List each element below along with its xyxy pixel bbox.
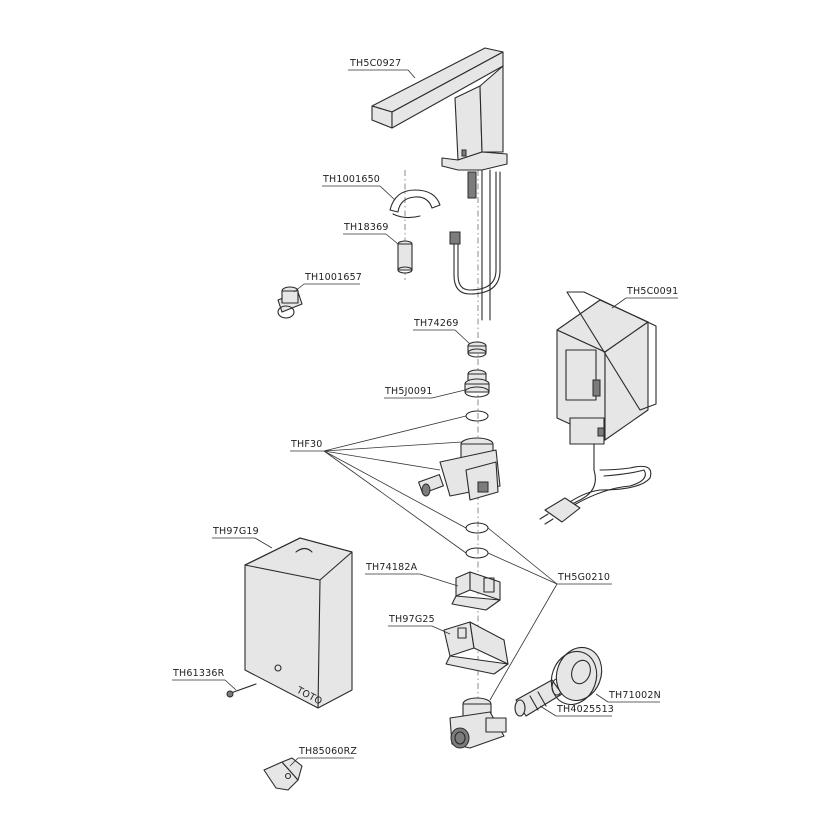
label-escutcheon: TH71002N: [608, 690, 661, 701]
label-screw: TH61336R: [172, 668, 225, 679]
label-bracket-b: TH97G25: [388, 614, 435, 625]
label-o-rings-b: TH5G0210: [557, 572, 610, 583]
key-part: [263, 757, 303, 791]
label-bracket-a: TH74182A: [365, 562, 418, 573]
nipple-part: [514, 678, 563, 717]
stop-valve-part: [449, 697, 507, 749]
power-plug: [539, 497, 581, 525]
spout-leader: [407, 69, 416, 79]
spacer-part: [397, 240, 413, 274]
bracket-b-part: [443, 621, 509, 675]
label-nipple: TH4025513: [556, 704, 614, 715]
label-spacer: TH18369: [343, 222, 389, 233]
escutcheon-part: [550, 646, 603, 706]
label-cover: TH97G19: [212, 526, 259, 537]
label-spout: TH5C0927: [349, 58, 401, 69]
solenoid-valve-part: [418, 437, 501, 501]
clip-part: [389, 189, 441, 219]
label-key: TH85060RZ: [298, 746, 357, 757]
o-rings-b-leaders: [487, 527, 558, 701]
screw-part: [226, 683, 257, 698]
fitting-part: [464, 369, 490, 398]
o-ring-top: [465, 410, 489, 422]
label-o-rings: THF30: [290, 439, 323, 450]
o-ring-low: [465, 547, 489, 559]
lock-nut-part: [277, 286, 303, 319]
label-control-box: TH5C0091: [626, 286, 678, 297]
label-fitting: TH5J0091: [384, 386, 433, 397]
label-clip: TH1001650: [322, 174, 380, 185]
control-box-part: [556, 291, 657, 511]
label-nut: TH74269: [413, 318, 459, 329]
nut-part: [467, 341, 487, 358]
bracket-a-part: [451, 571, 501, 611]
o-rings-leaders: [323, 415, 467, 554]
o-ring-mid: [465, 522, 489, 534]
cover-part: TOTO: [244, 537, 353, 709]
spout-part: [371, 47, 508, 321]
label-lock-nut: TH1001657: [304, 272, 362, 283]
